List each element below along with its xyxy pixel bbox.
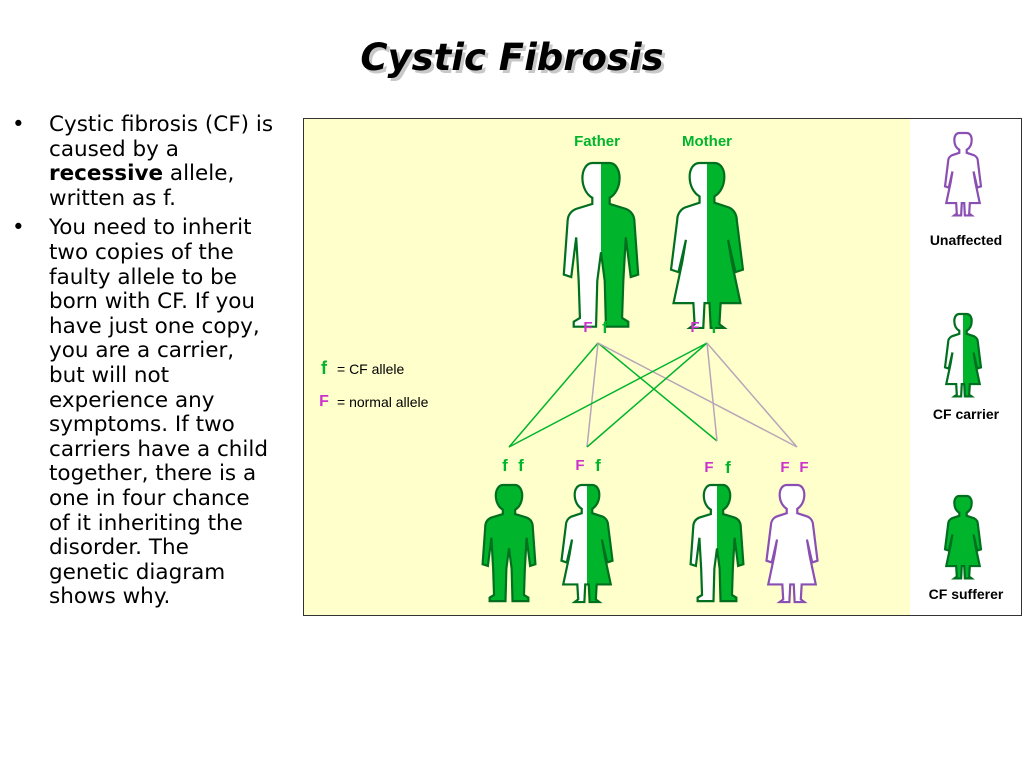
slide-title: Cystic Fibrosis	[360, 36, 664, 79]
bullet-list: • Cystic fibrosis (CF) is caused by a re…	[12, 112, 274, 615]
inheritance-line	[706, 342, 798, 448]
mother-allele-2: f	[711, 318, 717, 337]
bullet-text: You need to inherit two copies of the fa…	[49, 215, 269, 610]
mother-label: Mother	[682, 133, 732, 150]
father-figure	[562, 161, 640, 328]
key-normal-symbol: F	[319, 393, 329, 410]
legend-sufferer-figure	[943, 494, 983, 580]
father-allele-1: F	[583, 319, 592, 336]
child-3-allele-1: F	[704, 459, 713, 476]
mother-figure	[669, 161, 745, 330]
child-figure-1	[481, 483, 537, 603]
bullet-item: • You need to inherit two copies of the …	[12, 216, 274, 610]
legend-unaffected-label: Unaffected	[930, 232, 1002, 248]
bullet-text: Cystic fibrosis (CF) is caused by a	[49, 112, 274, 162]
child-figure-3	[689, 483, 745, 603]
father-allele-2: f	[602, 318, 608, 337]
inheritance-line	[508, 342, 708, 448]
legend-sufferer-label: CF sufferer	[929, 586, 1004, 602]
legend-unaffected-figure	[943, 131, 983, 217]
inheritance-line	[597, 342, 718, 442]
child-4-allele-2: F	[799, 459, 808, 476]
child-1-allele-1: f	[502, 456, 508, 475]
child-2-allele-2: f	[595, 456, 601, 475]
inheritance-line	[597, 342, 798, 448]
mother-allele-1: F	[690, 319, 699, 336]
bullet-emphasis: recessive	[49, 161, 164, 187]
bullet-dot: •	[12, 112, 25, 137]
child-1-allele-2: f	[518, 456, 524, 475]
key-cf-symbol: f	[321, 358, 328, 378]
key-cf-text: = CF allele	[337, 361, 405, 377]
bullet-dot: •	[12, 215, 25, 241]
child-2-allele-1: F	[575, 457, 584, 474]
inheritance-line	[586, 342, 708, 448]
inheritance-line	[508, 342, 599, 448]
child-figure-2	[560, 483, 614, 604]
key-normal-text: = normal allele	[337, 394, 429, 410]
father-label: Father	[574, 133, 620, 150]
child-3-allele-2: f	[725, 458, 731, 477]
legend-carrier-figure	[943, 312, 983, 398]
bullet-text: allele, written as f.	[49, 161, 235, 211]
inheritance-line	[586, 342, 599, 448]
inheritance-diagram: Father Mother F f F f f = CF allele F = …	[303, 118, 1022, 616]
bullet-item: • Cystic fibrosis (CF) is caused by a re…	[12, 112, 274, 211]
inheritance-line	[706, 342, 718, 442]
child-figure-4	[765, 483, 819, 604]
child-4-allele-1: F	[780, 459, 789, 476]
legend-carrier-label: CF carrier	[933, 406, 1000, 422]
